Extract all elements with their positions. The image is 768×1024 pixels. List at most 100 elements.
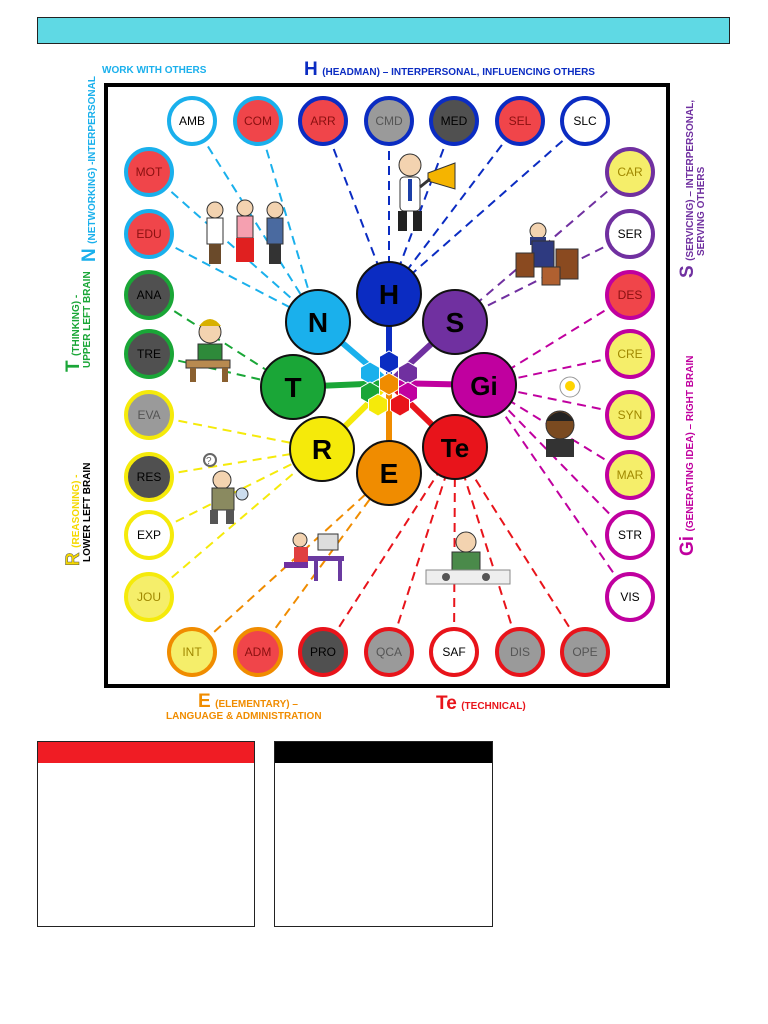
- technician-illustration: [425, 531, 511, 585]
- skill-label-slc: SLC: [573, 114, 597, 128]
- skill-label-ser: SER: [618, 227, 643, 241]
- hub-circle-n: [285, 289, 351, 355]
- center-hex-r: [368, 393, 388, 417]
- hub-circle-e: [356, 440, 422, 506]
- skill-circle-adm: [233, 627, 283, 677]
- label-te-desc: (TECHNICAL): [461, 701, 526, 712]
- connector-line-dis: [454, 446, 521, 653]
- skill-circle-edu: [124, 209, 174, 259]
- connector-line-com: [257, 120, 319, 323]
- skill-label-des: DES: [618, 288, 643, 302]
- skill-label-qca: QCA: [376, 645, 402, 659]
- connector-line-slc: [388, 120, 586, 295]
- skill-label-cmd: CMD: [375, 114, 403, 128]
- illustrations: ?: [185, 153, 581, 585]
- skill-circle-exp: [124, 510, 174, 560]
- connector-line-amb: [191, 120, 319, 323]
- skill-circle-ana: [124, 270, 174, 320]
- label-e: E (ELEMENTARY) –: [198, 692, 298, 711]
- skill-label-med: MED: [441, 114, 468, 128]
- skill-label-ana: ANA: [137, 288, 162, 302]
- skill-circle-sel: [495, 96, 545, 146]
- skill-label-sel: SEL: [509, 114, 532, 128]
- connector-line-ope: [454, 446, 586, 653]
- question-mark-icon: ?: [206, 456, 212, 467]
- hub-circle-gi: [451, 352, 517, 418]
- skill-label-car: CAR: [617, 165, 643, 179]
- label-h-desc: (HEADMAN) – INTERPERSONAL, INFLUENCING O…: [322, 67, 595, 78]
- skill-circle-ser: [605, 209, 655, 259]
- label-e-desc2: LANGUAGE & ADMINISTRATION: [166, 711, 322, 722]
- lightbulb-icon: [565, 381, 575, 391]
- connector-line-sel: [388, 120, 521, 295]
- skill-circle-mar: [605, 450, 655, 500]
- skill-circle-med: [429, 96, 479, 146]
- connector-line-pro: [322, 446, 456, 653]
- connector-line-vis: [483, 384, 631, 598]
- skill-circle-amb: [167, 96, 217, 146]
- hub-circle-h: [356, 261, 422, 327]
- red-box: [37, 741, 255, 927]
- label-e-desc1: (ELEMENTARY) –: [215, 699, 298, 710]
- red-box-header: [38, 742, 254, 763]
- skill-circle-vis: [605, 572, 655, 622]
- hub-label-n: N: [308, 307, 328, 338]
- center-hex-n: [360, 361, 380, 385]
- diagram-frame: [104, 83, 670, 688]
- skill-circle-str: [605, 510, 655, 560]
- skill-label-saf: SAF: [442, 645, 465, 659]
- center-hexagons: [360, 350, 418, 417]
- headman-illustration: [398, 153, 456, 231]
- label-h-letter: H: [304, 59, 318, 80]
- skill-label-mot: MOT: [136, 165, 163, 179]
- idea-person-illustration: [545, 376, 581, 457]
- skill-label-syn: SYN: [618, 408, 643, 422]
- hub-label-te: Te: [441, 433, 469, 463]
- black-box-header: [275, 742, 492, 763]
- center-hex-h: [379, 350, 399, 374]
- skill-label-ope: OPE: [572, 645, 597, 659]
- porter-illustration: [515, 222, 579, 286]
- label-h: H (HEADMAN) – INTERPERSONAL, INFLUENCING…: [304, 60, 595, 79]
- center-hex-e: [379, 372, 399, 396]
- hub-circle-te: [422, 414, 488, 480]
- skill-circle-car: [605, 147, 655, 197]
- label-work-with-others: WORK WITH OTHERS: [102, 65, 207, 76]
- hub-label-s: S: [446, 307, 465, 338]
- skill-label-arr: ARR: [310, 114, 336, 128]
- skill-label-eva: EVA: [137, 408, 160, 422]
- connector-line-exp: [148, 448, 323, 536]
- label-te: Te (TECHNICAL): [436, 694, 526, 713]
- skill-label-dis: DIS: [510, 645, 530, 659]
- skill-label-exp: EXP: [137, 528, 161, 542]
- hub-label-gi: Gi: [470, 371, 497, 401]
- connector-line-jou: [148, 448, 323, 598]
- skill-circle-ope: [560, 627, 610, 677]
- skill-label-amb: AMB: [179, 114, 205, 128]
- skill-label-edu: EDU: [136, 227, 161, 241]
- hub-circle-r: [289, 416, 355, 482]
- skill-label-str: STR: [618, 528, 642, 542]
- connector-line-adm: [257, 472, 390, 653]
- thinker-illustration: [185, 319, 231, 382]
- detective-illustration: ?: [203, 453, 249, 524]
- skill-label-jou: JOU: [137, 590, 161, 604]
- office-worker-illustration: [284, 532, 344, 581]
- connector-line-str: [483, 384, 631, 536]
- skill-label-mar: MAR: [617, 468, 644, 482]
- skill-circle-mot: [124, 147, 174, 197]
- skill-circle-com: [233, 96, 283, 146]
- skill-label-com: COM: [244, 114, 272, 128]
- connector-line-mot: [148, 171, 319, 323]
- connector-line-saf: [453, 446, 456, 653]
- hub-label-t: T: [284, 372, 301, 403]
- skill-circle-dis: [495, 627, 545, 677]
- center-hex-te: [390, 393, 410, 417]
- center-hex-s: [398, 361, 418, 385]
- label-e-letter: E: [198, 691, 211, 712]
- skill-circle-syn: [605, 390, 655, 440]
- skill-circle-cmd: [364, 96, 414, 146]
